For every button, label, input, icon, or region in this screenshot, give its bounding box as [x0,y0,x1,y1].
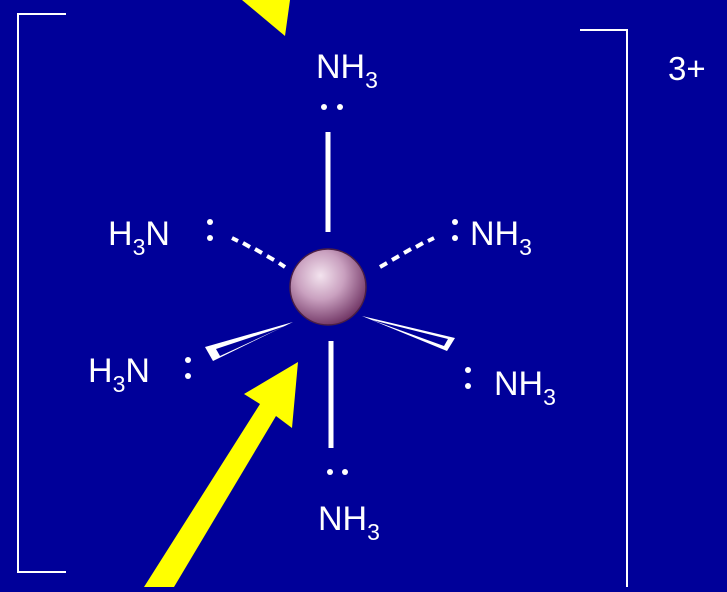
ligand-top-main: NH [316,48,365,86]
left-bracket [17,13,66,573]
svg-text:NH3: NH3 [494,365,556,410]
ligand-left-lower-main: N [125,352,150,390]
lone-pair-top [321,104,343,110]
lone-pair-right [452,219,458,241]
ligand-top-sub: 3 [365,67,378,93]
svg-text:NH3: NH3 [316,48,378,93]
ligand-left-lower: H3N [88,352,150,397]
lone-pair-left [207,219,213,241]
ligand-right-sub: 3 [519,234,532,260]
ligand-bottom: NH3 [318,500,380,545]
arrow-top-pointer [242,0,290,36]
ligand-left: H3N [108,215,170,260]
ligand-left-pre: H [108,215,133,253]
lone-pair-left-lower [185,357,191,379]
ligand-right-main: NH [470,215,519,253]
right-bracket [580,29,628,587]
svg-text:NH3: NH3 [470,215,532,260]
ligand-right-lower-main: NH [494,365,543,403]
svg-text:H3N: H3N [88,352,150,397]
ligand-right-lower: NH3 [494,365,556,410]
ligand-top: NH3 [316,48,378,93]
bond-left-wedge [205,322,293,361]
complex-charge: 3+ [668,50,706,87]
ligand-left-main: N [145,215,170,253]
lone-pair-right-lower [465,367,471,389]
ligand-right-lower-sub: 3 [543,384,556,410]
lone-pair-bottom [327,469,348,475]
ligand-left-sub: 3 [133,234,146,260]
ligand-left-lower-pre: H [88,352,113,390]
ligand-bottom-main: NH [318,500,367,538]
ligand-right: NH3 [470,215,532,260]
svg-text:H3N: H3N [108,215,170,260]
bond-right-wedge [362,316,455,351]
arrow-bottom-pointer [144,362,298,587]
metal-center-sphere [289,248,367,326]
ligand-bottom-sub: 3 [367,519,380,545]
bond-right-dashed [379,236,435,269]
ligand-left-lower-sub: 3 [113,371,126,397]
svg-text:NH3: NH3 [318,500,380,545]
bond-left-dashed [231,236,287,269]
